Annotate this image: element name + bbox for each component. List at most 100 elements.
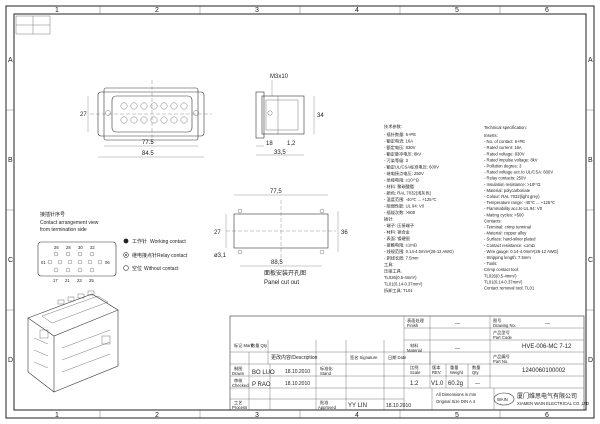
title-block: 标记 Mark 数量 Qty 更改内容/Description 签名 Signa… bbox=[229, 315, 589, 411]
zone-grid bbox=[6, 6, 594, 418]
weight-en: Weight bbox=[450, 370, 464, 375]
part-code-val: HVE-006-MC 7-12 bbox=[522, 344, 572, 350]
hdr-mark: 标记 Mark bbox=[234, 342, 254, 349]
arr-top-num: 30 bbox=[78, 245, 83, 250]
note-original-size: Original Size DIN A 4 bbox=[436, 399, 476, 404]
panel-cutout: 77,5 88,5 27 36 ø3,1 面板安装开孔图 Panel cut o… bbox=[214, 189, 348, 286]
side-flange bbox=[255, 91, 265, 139]
spec-en-line: - Insulation resistance: >10¹⁰Ω bbox=[484, 182, 540, 187]
spec-cn-title: 技术参数: bbox=[384, 123, 402, 130]
front-screw-left bbox=[105, 110, 111, 116]
spec-cn-line: - 额定电流: 16A bbox=[384, 138, 413, 145]
checked-name: P RAO bbox=[252, 382, 271, 388]
spec-cn-line: - 温度范围: -40℃ ... +125℃ bbox=[384, 196, 437, 203]
spec-cn-line: - 材料: 聚碳酸酯 bbox=[384, 183, 414, 190]
material-cn: 材料 bbox=[410, 342, 419, 349]
company-logo-mark: WAIN bbox=[497, 397, 508, 402]
zone-column-labels: 1 2 3 4 5 6 1 2 3 4 5 6 A B C D A B C D bbox=[8, 7, 593, 419]
qty-val: — bbox=[475, 381, 480, 387]
side-body bbox=[261, 95, 305, 135]
scale-en: Scale bbox=[410, 370, 421, 375]
spec-cn-line: - 材料: 铜合金 bbox=[384, 229, 411, 236]
spec-en-line: - Wire gauge: 0.14-4.0mm²(26-12 AWG) bbox=[484, 249, 559, 254]
drawing-no-val: — bbox=[545, 321, 550, 327]
zone-col-top: 1 bbox=[55, 7, 59, 14]
approved-date: 18.10.2010 bbox=[386, 403, 411, 409]
front-contacts bbox=[120, 102, 188, 124]
standard-en: Stand bbox=[320, 371, 332, 376]
spec-cn-line: - 颜色: RAL 7032(浅灰色) bbox=[384, 190, 432, 197]
front-screw-right bbox=[193, 110, 199, 116]
finish-en: Finish bbox=[407, 323, 419, 328]
spec-en-line: Contact removal tool: TL01 bbox=[484, 286, 535, 291]
dim-front-inner: 77.5 bbox=[142, 140, 154, 146]
spec-en-line: - Surface: hard-silver plated bbox=[484, 237, 536, 242]
dim-side-total: 33,5 bbox=[274, 150, 286, 156]
spec-cn-line: - 继电接点电压: 250V bbox=[384, 170, 424, 177]
approved-name: YY LIN bbox=[348, 403, 367, 409]
legend-cn: 空位 bbox=[132, 265, 142, 272]
zone-row-left: C bbox=[8, 257, 13, 264]
qty-en: Qty. bbox=[472, 370, 479, 375]
zone-col-bottom: 6 bbox=[545, 412, 549, 419]
spec-cn-line: - 额定UL/CSA标准电压: 600V bbox=[384, 164, 439, 171]
dim-cutout-top: 77,5 bbox=[270, 189, 282, 195]
part-no-val: 1240060100002 bbox=[522, 368, 566, 374]
spec-cn-line: - 表面: 镀硬银 bbox=[384, 235, 411, 242]
approved-en: Approved bbox=[318, 405, 337, 410]
zone-row-left: A bbox=[8, 57, 13, 64]
spec-cn-line: - 额定电压: 830V bbox=[384, 144, 416, 151]
arr-mid-num: 01 bbox=[41, 260, 46, 265]
spec-en-line: Inserts: bbox=[484, 133, 498, 138]
process-en: Process bbox=[232, 405, 247, 410]
spec-cn-line: - 额定脉冲电压: 8kV bbox=[384, 151, 421, 158]
spec-en-line: Contacts: bbox=[484, 218, 502, 223]
zone-col-top: 4 bbox=[355, 7, 359, 14]
arrangement-outline bbox=[37, 241, 117, 277]
drawn-name: BO LUO bbox=[252, 370, 275, 376]
contact-arrangement: 接插针序号 Contact arrangement view from term… bbox=[37, 211, 188, 283]
note-dimensions: All Dimensions in mm bbox=[436, 392, 477, 397]
spec-en-line: - Stripping length: 7.5mm bbox=[484, 255, 531, 260]
spec-cn-line: - 剥线长度: 7.5mm bbox=[384, 255, 419, 262]
hdr-date: 日期 Date bbox=[388, 355, 407, 361]
front-view: 77.5 84.5 27 bbox=[80, 80, 212, 158]
legend-en: Relay contact bbox=[157, 253, 188, 259]
part-no-en: Part No. bbox=[493, 359, 508, 364]
zone-col-top: 3 bbox=[255, 7, 259, 14]
zone-col-top: 2 bbox=[155, 7, 159, 14]
rev-en: REV. bbox=[432, 370, 441, 375]
zone-col-top: 6 bbox=[545, 7, 549, 14]
spec-cn-line: - 接触电阻: ≤1mΩ bbox=[384, 242, 417, 249]
drawing-no-en: Drawing No. bbox=[493, 323, 516, 328]
spec-chinese: 技术参数: - 插针数量: 6+PE- 额定电流: 16A- 额定电压: 830… bbox=[384, 123, 454, 294]
spec-en-line: - Flammability acc.to UL 94: V0 bbox=[484, 206, 543, 211]
spec-cn-line: 插针: bbox=[384, 216, 394, 223]
without-contact-icon bbox=[123, 265, 129, 271]
approved-cn: 批准 bbox=[320, 399, 328, 406]
hdr-sign: 签名 Signature bbox=[350, 354, 378, 361]
zone-col-bottom: 2 bbox=[155, 412, 159, 419]
spec-en-line: - No. of contact: 6+PE bbox=[484, 139, 525, 144]
spec-en-line: - Material: copper alloy bbox=[484, 231, 527, 236]
spec-cn-line: - 阻燃性能: UL 94: V0 bbox=[384, 203, 425, 210]
dim-side-a: 18 bbox=[266, 141, 273, 147]
spec-en-title: Technical specification: bbox=[484, 125, 527, 130]
zone-row-right: C bbox=[588, 257, 593, 264]
spec-cn-line: - 端子: 压接端子 bbox=[384, 222, 414, 229]
drawing-no-cn: 图号 bbox=[493, 318, 501, 324]
dim-cutout-right: 36 bbox=[341, 230, 348, 236]
finish-cn: 表面处理 bbox=[407, 317, 425, 324]
zone-row-right: D bbox=[588, 357, 593, 364]
dim-front-height: 27 bbox=[80, 112, 87, 118]
spec-cn-line: 压接工具: bbox=[384, 268, 402, 275]
qty-cn: 数量 bbox=[472, 364, 480, 371]
side-thread-label: M3x10 bbox=[270, 74, 289, 80]
spec-en-line: - Rated voltage: 830V bbox=[484, 151, 525, 156]
finish-val: — bbox=[455, 321, 460, 327]
scale-val: 1:2 bbox=[410, 381, 419, 387]
rev-cn: 版本 bbox=[432, 364, 441, 371]
rev-val: V1.0 bbox=[431, 381, 444, 387]
company-logo: WAIN bbox=[493, 392, 515, 406]
spec-cn-line: - 绝缘电阻: ≥10¹⁰Ω bbox=[384, 177, 419, 184]
